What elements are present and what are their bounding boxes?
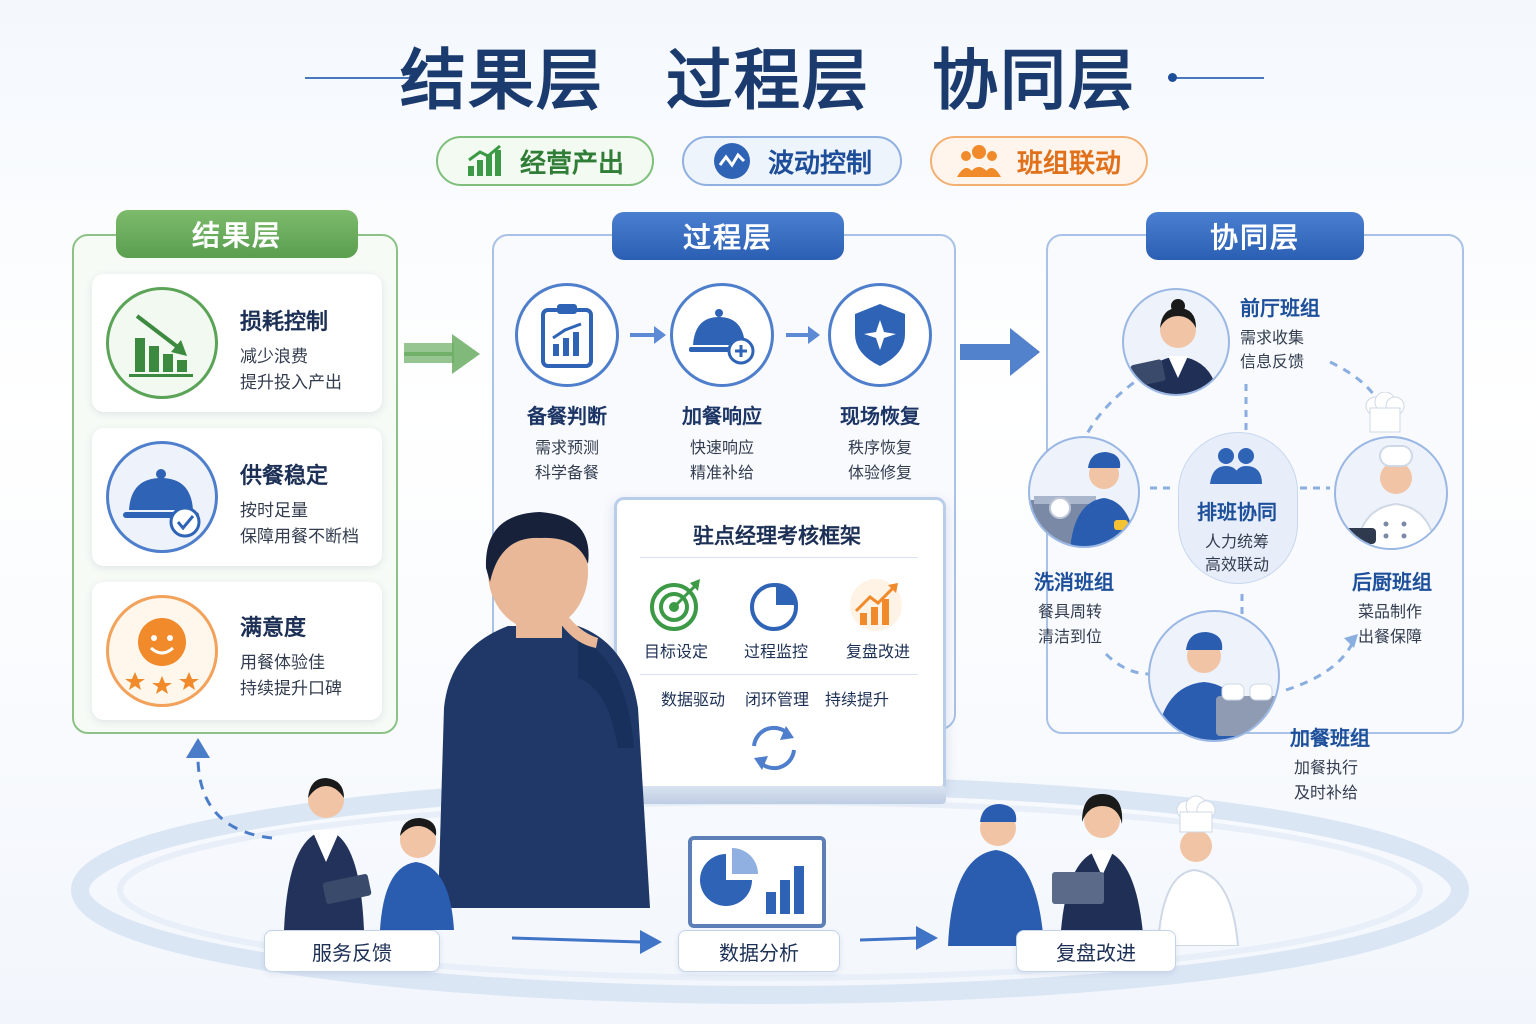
step-arrows <box>630 326 820 344</box>
card-satisfaction: 满意度 用餐体验佳 持续提升口碑 <box>92 582 382 720</box>
review-meeting-people <box>948 794 1240 946</box>
card-title: 满意度 <box>240 616 307 641</box>
step-line: 科学备餐 <box>534 463 599 482</box>
framework-tag: 闭环管理 <box>744 690 809 709</box>
front-hall-avatar <box>1122 288 1230 396</box>
center-title: 排班协同 <box>1197 500 1277 524</box>
team-line: 菜品制作 <box>1358 602 1423 621</box>
service-feedback-people <box>284 778 454 930</box>
framework-tag: 数据驱动 <box>660 690 725 709</box>
team-line: 出餐保障 <box>1358 627 1423 646</box>
result-layer-tab: 结果层 <box>116 210 358 258</box>
framework-board <box>614 497 946 793</box>
process-layer-tab: 过程层 <box>612 212 844 260</box>
title-result: 结果层 <box>400 42 604 119</box>
card-supply-stable: 供餐稳定 按时足量 保障用餐不断档 <box>92 428 382 566</box>
framework-title: 驻点经理考核框架 <box>693 524 861 548</box>
step-line: 体验修复 <box>847 463 912 482</box>
step-title: 备餐判断 <box>527 404 607 428</box>
card-loss-control: 损耗控制 减少浪费 提升投入产出 <box>92 274 382 412</box>
wave-icon <box>713 143 750 179</box>
card-line: 保障用餐不断档 <box>240 527 359 547</box>
step-line: 精准补给 <box>689 463 754 482</box>
manager-figure <box>438 512 650 908</box>
card-line: 持续提升口碑 <box>240 679 342 699</box>
main-title: 结果层 过程层 协同层 <box>0 30 1536 120</box>
center-line: 人力统筹 <box>1204 532 1269 551</box>
step-title: 现场恢复 <box>840 404 920 428</box>
title-collab: 协同层 <box>932 42 1136 119</box>
cloche-check-icon <box>106 441 218 553</box>
framework-divider <box>640 674 918 675</box>
collab-layer-tab: 协同层 <box>1146 212 1364 260</box>
pill-volatility: 波动控制 <box>682 136 902 186</box>
framework-stand <box>608 786 946 804</box>
card-line: 提升投入产出 <box>240 373 342 393</box>
shield-star-icon <box>828 283 932 387</box>
kitchen-avatar <box>1334 436 1448 550</box>
clipboard-chart-icon <box>515 283 619 387</box>
pill-team-label: 班组联动 <box>1016 148 1121 179</box>
pill-team: 班组联动 <box>930 136 1148 186</box>
pie-icon <box>750 583 798 631</box>
scheduling-center-node <box>1178 432 1298 584</box>
team-title: 前厅班组 <box>1240 296 1320 320</box>
card-title: 供餐稳定 <box>240 464 329 489</box>
service-feedback-label: 服务反馈 <box>264 930 440 972</box>
data-analysis-chart-icon <box>700 848 804 914</box>
team-line: 需求收集 <box>1240 328 1305 347</box>
pill-volatility-label: 波动控制 <box>767 148 872 179</box>
title-process: 过程层 <box>666 42 870 119</box>
team-line: 餐具周转 <box>1038 602 1103 621</box>
card-line: 按时足量 <box>240 501 308 521</box>
review-improve-label: 复盘改进 <box>1016 930 1176 972</box>
card-title: 损耗控制 <box>240 310 329 335</box>
center-line: 高效联动 <box>1204 555 1269 574</box>
target-icon <box>650 579 700 631</box>
smiley-stars-icon <box>106 595 218 707</box>
step-line: 需求预测 <box>534 438 599 457</box>
cloche-plus-icon <box>670 283 774 387</box>
framework-item: 过程监控 <box>743 642 808 661</box>
team-title: 后厨班组 <box>1352 570 1432 594</box>
team-title: 加餐班组 <box>1290 726 1370 750</box>
chef-hat-icon <box>1365 392 1405 433</box>
growth-chart-icon <box>467 144 501 176</box>
framework-divider <box>640 557 918 558</box>
framework-item: 目标设定 <box>643 642 708 661</box>
team-line: 及时补给 <box>1294 783 1359 802</box>
card-line: 减少浪费 <box>240 347 308 367</box>
team-line: 加餐执行 <box>1294 758 1359 777</box>
declining-bars-icon <box>106 287 218 399</box>
people-icon <box>1210 448 1262 484</box>
team-title: 洗消班组 <box>1034 570 1114 594</box>
team-line: 信息反馈 <box>1240 352 1305 371</box>
data-analysis-label: 数据分析 <box>678 930 840 972</box>
step-line: 快速响应 <box>689 438 754 457</box>
team-icon <box>956 145 1001 177</box>
framework-item: 复盘改进 <box>845 642 910 661</box>
framework-tag: 持续提升 <box>824 690 889 709</box>
cycle-icon <box>752 725 796 771</box>
washing-avatar <box>1028 436 1140 548</box>
extra-meal-avatar <box>1148 610 1280 742</box>
step-line: 秩序恢复 <box>847 438 912 457</box>
growth-chart-icon <box>850 579 902 631</box>
pill-output-label: 经营产出 <box>519 148 624 179</box>
card-line: 用餐体验佳 <box>240 653 325 673</box>
team-line: 清洁到位 <box>1038 627 1103 646</box>
step-title: 加餐响应 <box>682 404 762 428</box>
pill-output: 经营产出 <box>436 136 654 186</box>
